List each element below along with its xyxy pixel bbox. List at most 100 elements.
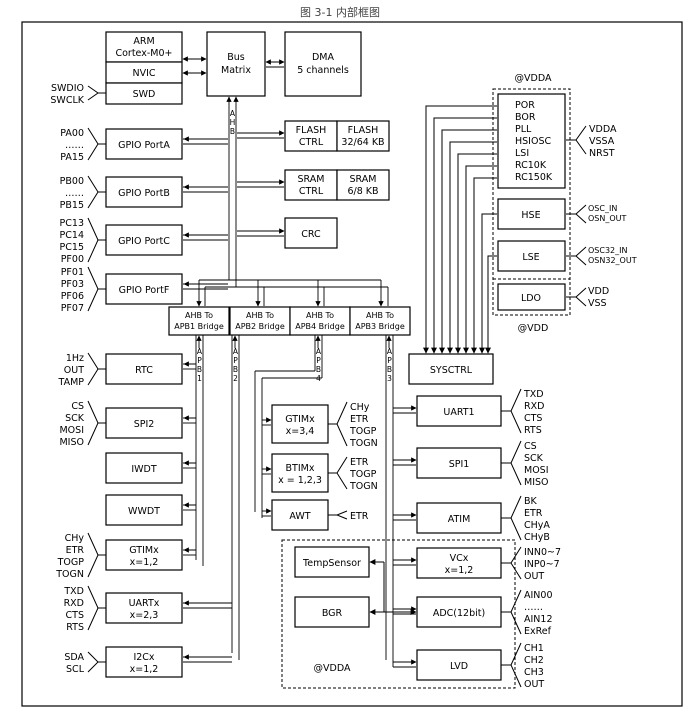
bridge-1-label: APB2 Bridge: [235, 322, 285, 331]
right-periph-3-pin-bracket: [510, 546, 522, 580]
gpio-port-2-block: [105, 224, 183, 256]
sysctrl-block: [408, 353, 494, 385]
hse-label: HSE: [521, 210, 540, 221]
right-periph-5-block: [416, 649, 502, 681]
left-periph-5-pin: RXD: [64, 598, 84, 609]
flash-mem-label-1: FLASH: [348, 125, 379, 136]
right-periph-4-pin: AIN12: [524, 614, 553, 625]
swd-label: SWD: [133, 89, 156, 100]
nvic-label: NVIC: [132, 68, 155, 79]
power-osc-block: [497, 93, 566, 189]
gpio-port-1-pin: ……: [65, 188, 84, 199]
apb4-letter: P: [316, 356, 321, 365]
power-item: PLL: [515, 124, 532, 135]
analog-vdda-label: @VDDA: [314, 663, 351, 674]
left-periph-5-pin: CTS: [66, 610, 84, 621]
apb4-letter: 4: [316, 374, 321, 383]
power-item: HSIOSC: [515, 136, 551, 147]
left-periph-5-pin: RTS: [66, 622, 84, 633]
left-periph-4-pin: CHy: [65, 533, 85, 544]
right-periph-5-label: LVD: [450, 661, 468, 672]
left-periph-1-block: [105, 407, 183, 439]
dma-label-2: 5 channels: [297, 65, 349, 76]
hse-pin-bracket: [575, 204, 587, 224]
bridge-1-label: AHB To: [246, 311, 274, 320]
right-periph-2-pin: BK: [524, 496, 538, 507]
left-periph-6-block: [105, 646, 183, 678]
bus-matrix-label-1: Bus: [227, 52, 245, 63]
right-periph-0-pin: TXD: [523, 389, 544, 400]
gpio-port-2-pin: PC13: [60, 218, 84, 229]
gpio-port-0-pin: PA15: [60, 152, 84, 163]
right-periph-1-pin-bracket: [510, 440, 522, 486]
gpio-port-2-pin: PC14: [60, 230, 84, 241]
right-periph-3-label: VCx: [450, 553, 469, 564]
clock-lines: [423, 105, 497, 354]
bridge-0-block: [168, 306, 230, 336]
lse-pin-out: OSN32_OUT: [588, 256, 637, 265]
power-pin: VSSA: [589, 136, 615, 147]
bridge-3-label: AHB To: [366, 311, 394, 320]
lse-pin-bracket: [575, 246, 587, 266]
right-periph-4-block: [416, 596, 502, 628]
left-periph-2-block: [105, 452, 183, 484]
left-periph-5-label: UARTx: [129, 598, 160, 609]
right-periph-4-label: ADC(12bit): [433, 608, 485, 619]
left-periph-6-pin: SDA: [64, 652, 84, 663]
apb4-letter: A: [316, 347, 322, 356]
flash-mem-block: [336, 120, 390, 152]
arm-core-label-2: Cortex-M0+: [115, 48, 172, 59]
left-periph-1-label: SPI2: [134, 419, 155, 430]
right-periph-5-pin: OUT: [524, 679, 544, 690]
vdda-top-label: @VDDA: [515, 73, 552, 84]
right-periph-4-pin: AIN00: [524, 590, 553, 601]
left-periph-1-pin: SCK: [65, 413, 85, 424]
bridge-0-label: APB1 Bridge: [174, 322, 224, 331]
swd-pin-bracket: [87, 85, 99, 101]
bus-matrix-label-2: Matrix: [221, 65, 251, 76]
power-item: RC150K: [515, 172, 553, 183]
gpio-port-0-pin: PA00: [60, 128, 84, 139]
left-periph-0-pin-bracket: [87, 352, 99, 386]
gpio-port-1-label: GPIO PortB: [118, 188, 170, 199]
right-periph-3-pin: INP0~7: [524, 559, 560, 570]
right-periph-5-pin: CH1: [524, 643, 544, 654]
mid-periph-1-pin: ETR: [350, 457, 369, 468]
ldo-pin-vdd: VDD: [588, 286, 609, 297]
left-periph-1-pin-bracket: [87, 400, 99, 446]
tempsensor-block: [294, 546, 370, 578]
lse-block: [497, 240, 566, 272]
left-periph-4-pin: TOGN: [55, 569, 84, 580]
crc-label: CRC: [301, 229, 321, 240]
mid-periph-1-label: BTIMx: [286, 463, 315, 474]
mid-periph-2-block: [271, 499, 329, 531]
analog-ref-link: [383, 562, 417, 615]
right-periph-1-label: SPI1: [449, 459, 470, 470]
apb2-letter: 2: [233, 374, 238, 383]
ldo-block: [497, 283, 566, 311]
right-periph-3-pin: INN0~7: [524, 547, 561, 558]
right-periph-0-pin: RTS: [524, 425, 542, 436]
sram-mem-label-1: SRAM: [350, 174, 377, 185]
outer-frame: [21, 21, 683, 707]
right-periph-0-pin: CTS: [524, 413, 542, 424]
left-periph-1-pin: MOSI: [59, 425, 84, 436]
apb3-letter: 3: [387, 374, 392, 383]
hse-pin-out: OSN_OUT: [588, 214, 627, 223]
mid-periph-0-block: [271, 404, 329, 444]
bus-matrix-block: [206, 31, 266, 97]
left-peripherals: RTC1HzOUTTAMPSPI2CSSCKMOSIMISOIWDTWWDTGT…: [55, 352, 232, 678]
mid-periph-1-pin: TOGP: [349, 469, 377, 480]
lse-label: LSE: [522, 252, 539, 263]
sram-ctrl-label-2: CTRL: [299, 186, 324, 197]
flash-ctrl-label-2: CTRL: [299, 137, 324, 148]
right-periph-5-pin: CH3: [524, 667, 544, 678]
mid-periph-0-pin: TOGP: [349, 426, 377, 437]
apb3-letter: B: [387, 365, 392, 374]
sysctrl-label: SYSCTRL: [430, 365, 473, 376]
right-periph-5-pin: CH2: [524, 655, 544, 666]
